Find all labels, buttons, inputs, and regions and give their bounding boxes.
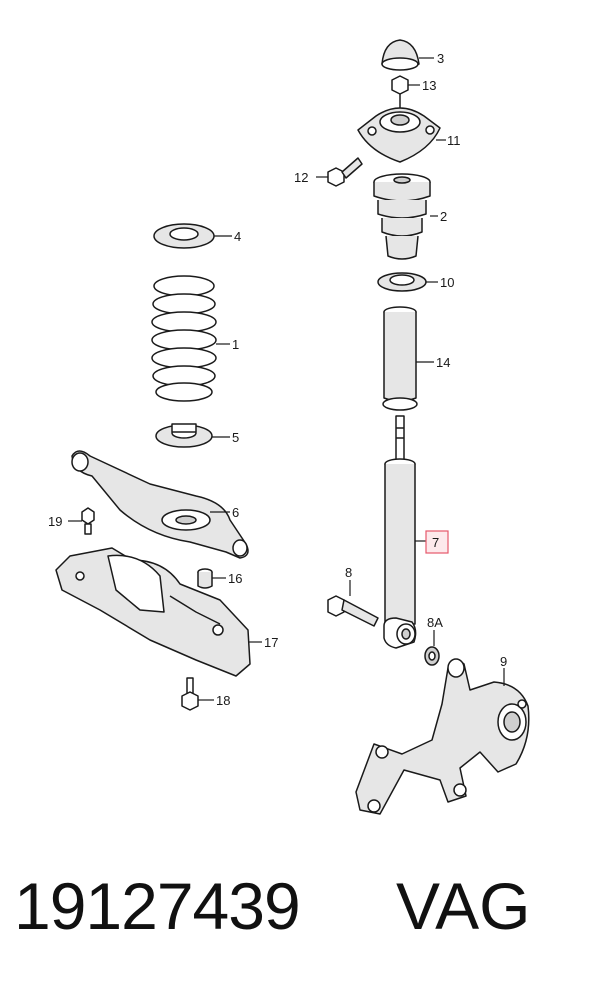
suspension-exploded-diagram: 3 13 11 12 2 10 [48, 39, 530, 815]
callout-5: 5 [232, 430, 239, 445]
callout-2: 2 [440, 209, 447, 224]
part-14-protective-tube [382, 306, 418, 411]
part-11-strut-mount [357, 107, 441, 163]
callout-8a: 8A [427, 615, 443, 630]
callout-19: 19 [48, 514, 62, 529]
part-6-trailing-arm [71, 450, 249, 559]
callout-10: 10 [440, 275, 454, 290]
callout-14: 14 [436, 355, 450, 370]
callout-7-highlight [425, 530, 449, 554]
callout-8: 8 [345, 565, 352, 580]
part-number: 19127439 [14, 869, 301, 943]
callout-4: 4 [234, 229, 241, 244]
callout-17: 17 [264, 635, 278, 650]
callout-12: 12 [294, 170, 308, 185]
part-18-bolt [181, 677, 199, 711]
part-7-shock-absorber[interactable] [383, 415, 417, 649]
part-2-bump-stop [373, 173, 431, 260]
part-19-bolt [81, 507, 95, 535]
part-17-cover [55, 547, 251, 677]
callout-13: 13 [422, 78, 436, 93]
part-8-bolt [327, 595, 379, 627]
part-9-wheel-carrier [355, 658, 530, 815]
callout-6: 6 [232, 505, 239, 520]
callout-16: 16 [228, 571, 242, 586]
part-5-lower-spring-pad [155, 423, 213, 448]
part-10-spring-seat [377, 272, 427, 292]
callout-18: 18 [216, 693, 230, 708]
part-16-bushing [197, 568, 213, 589]
part-3-dust-cap [381, 39, 420, 71]
footer: 19127439 VAG [0, 868, 600, 968]
part-8a-washer [424, 646, 440, 666]
callout-1: 1 [232, 337, 239, 352]
part-4-spring-pad [153, 223, 215, 249]
part-12-bolt [327, 157, 363, 187]
part-13-nut [391, 75, 409, 110]
callout-7[interactable]: 7 [432, 535, 439, 550]
callout-11: 11 [447, 133, 461, 148]
part-1-coil-spring [151, 275, 217, 402]
callout-3: 3 [437, 51, 444, 66]
brand-name: VAG [396, 869, 531, 943]
callout-9: 9 [500, 654, 507, 669]
